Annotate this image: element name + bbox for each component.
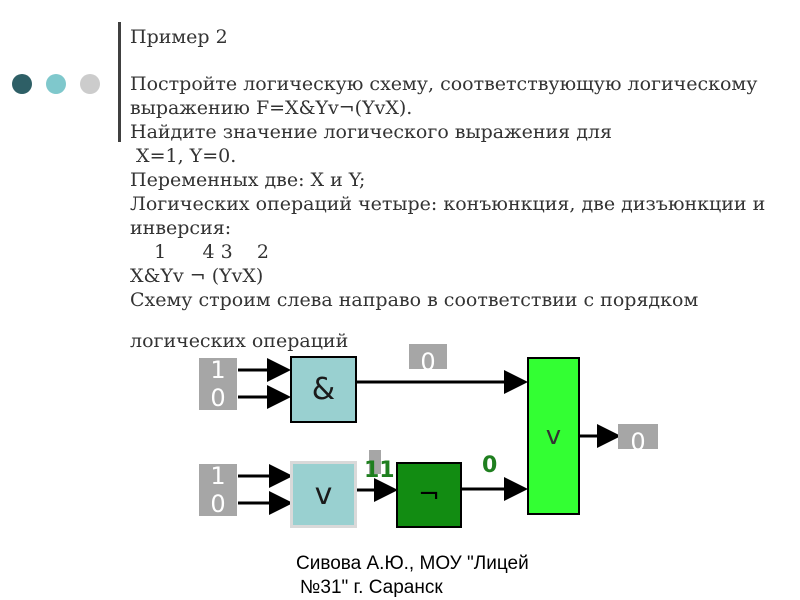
expression-line: X&Yv ¬ (YvX): [130, 265, 264, 287]
input-box-bottom: 1 0: [199, 462, 237, 518]
or-output-marker: [369, 450, 381, 474]
final-or-gate: v: [527, 357, 580, 515]
bullet-dot-gray: [80, 74, 100, 94]
not-gate-label: ¬: [418, 480, 440, 510]
text-line-11: логических операций: [130, 330, 349, 352]
or-output-value: 11: [364, 458, 395, 483]
text-line-7: инверсия:: [130, 217, 232, 239]
operation-order-numbers: 1 4 3 2: [130, 241, 269, 263]
author-credit: Сивова А.Ю., МОУ "Лицей №31" г. Саранск: [296, 552, 529, 600]
input-top-value-y: 0: [210, 384, 226, 412]
input-bottom-value-y: 1: [210, 462, 226, 490]
and-gate: &: [290, 356, 357, 423]
text-line-3: Найдите значение логического выражения д…: [130, 121, 612, 143]
input-box-top: 1 0: [199, 356, 237, 412]
author-credit-line-2: №31" г. Саранск: [300, 577, 443, 598]
not-output-value: 0: [482, 453, 498, 478]
text-line-6: Логических операций четыре: конъюнкция, …: [130, 193, 766, 215]
accent-divider: [118, 22, 121, 142]
and-output-value-box: 0: [409, 344, 447, 376]
not-gate: ¬: [396, 462, 462, 528]
and-output-value: 0: [420, 348, 436, 376]
or-gate: v: [290, 461, 357, 528]
bullet-dot-teal: [46, 74, 66, 94]
text-line-4: X=1, Y=0.: [130, 145, 237, 167]
or-gate-label: v: [314, 477, 333, 512]
bullet-dot-dark: [12, 74, 32, 94]
text-line-5: Переменных две: X и Y;: [130, 169, 366, 191]
final-or-gate-label: v: [545, 421, 562, 451]
slide-title: Пример 2: [130, 26, 228, 48]
final-output-value: 0: [630, 428, 646, 456]
author-credit-line-1: Сивова А.Ю., МОУ "Лицей: [296, 553, 529, 574]
text-line-2: выражению F=X&Yv¬(YvX).: [130, 97, 413, 119]
final-output-value-box: 0: [618, 424, 658, 456]
text-line-10: Схему строим слева направо в соответстви…: [130, 289, 699, 311]
input-top-value-x: 1: [210, 356, 226, 384]
and-gate-label: &: [311, 372, 336, 407]
input-bottom-value-x: 0: [210, 490, 226, 518]
text-line-1: Постройте логическую схему, соответствую…: [130, 73, 758, 95]
